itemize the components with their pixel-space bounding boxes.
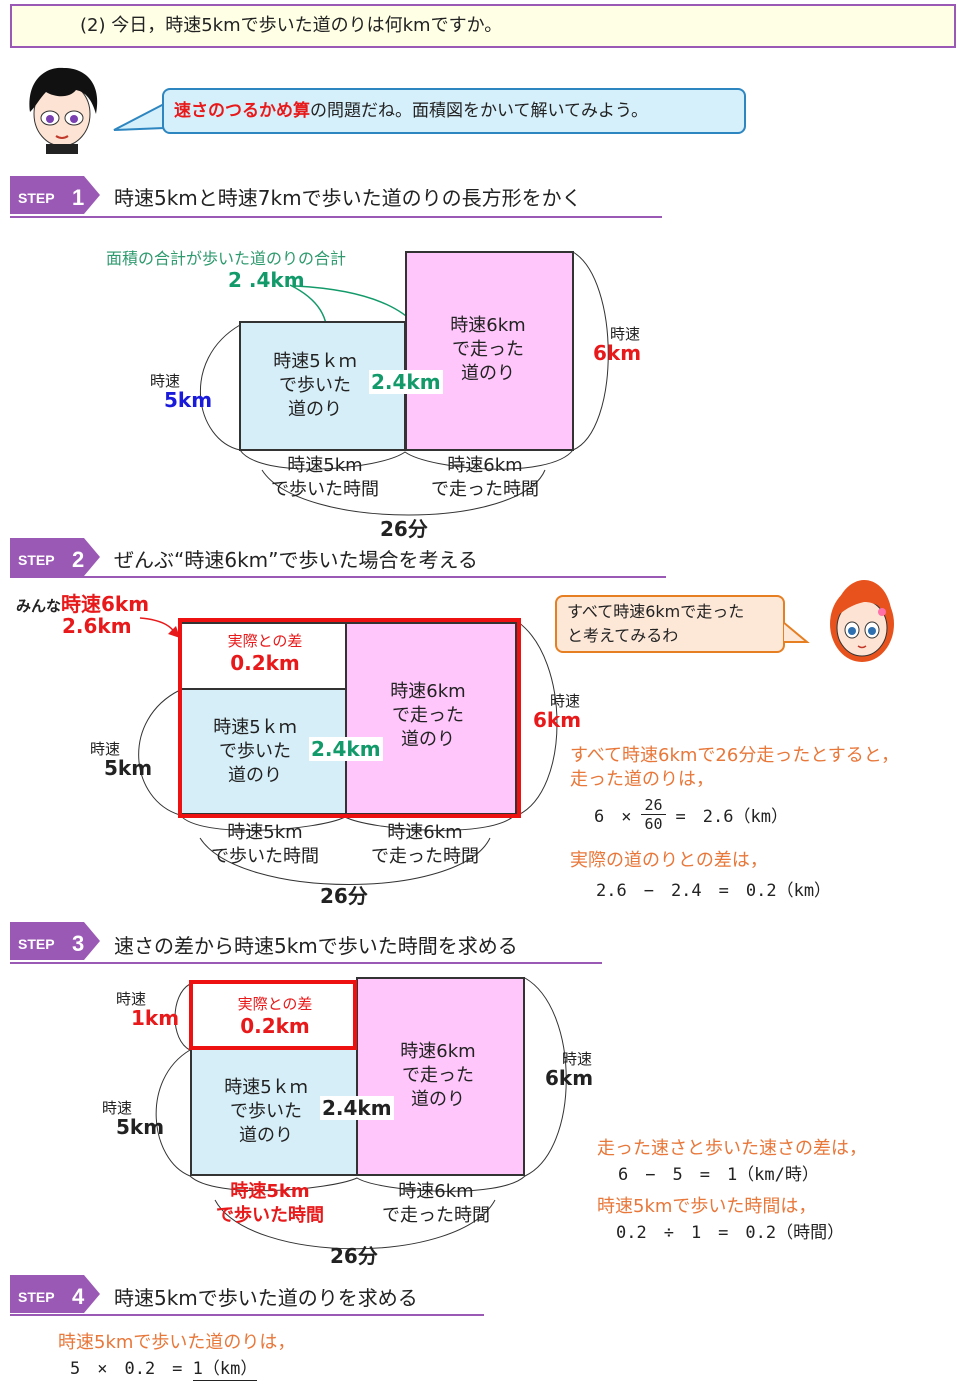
step1-title: 時速5kmと時速7kmで歩いた道のりの長方形をかく: [114, 186, 582, 210]
step1-total-time: 26分: [380, 517, 428, 541]
girl-bubble: すべて時速6kmで走ったと考えてみるわ: [555, 595, 785, 653]
step4-badge: STEP 4: [10, 1275, 100, 1313]
step3-speed6-value: 6km: [545, 1066, 594, 1090]
step1-dist-total: 2.4km: [369, 370, 443, 394]
step2-diff-val: 0.2km: [230, 651, 300, 675]
step3-red-frame: [189, 980, 357, 1050]
step4-title: 時速5kmで歩いた道のりを求める: [114, 1286, 418, 1310]
girl-bubble-tail-icon: [783, 620, 810, 643]
svg-text:4: 4: [72, 1284, 85, 1309]
step2-dist-total: 2.4km: [309, 737, 383, 761]
step3-speed1-value: 1km: [131, 1006, 180, 1030]
step1-area-value: 2 .4km: [228, 268, 305, 292]
step1-speed5-value: 5km: [164, 388, 213, 412]
step3-speed5-label: 時速: [102, 1099, 133, 1117]
step3-exp1: 走った速さと歩いた速さの差は，: [597, 1138, 867, 1159]
svg-text:3: 3: [72, 931, 84, 956]
step2-badge: STEP 2: [10, 538, 100, 576]
intro-rest: の問題だね。面積図をかいて解いてみよう。: [310, 101, 648, 121]
svg-text:STEP: STEP: [18, 936, 55, 952]
intro-bubble: 速さのつるかめ算の問題だね。面積図をかいて解いてみよう。: [162, 88, 746, 134]
step2-rect-walk6: [345, 622, 517, 815]
step4-calc: 5 × 0.2 = 1（km）: [70, 1359, 258, 1381]
step2-all-label: みんな時速6km: [16, 592, 150, 616]
step4-underline: [10, 1314, 484, 1316]
step3-calc2: 0.2 ÷ 1 = 0.2（時間）: [616, 1223, 845, 1243]
step2-fraction: 26 60: [641, 796, 666, 833]
step3-total-time: 26分: [330, 1244, 378, 1268]
question-box: (2) 今日，時速5kmで歩いた道のりは何kmですか。: [10, 4, 956, 48]
step2-red-frame: [178, 618, 521, 818]
step1-speed5-label: 時速: [150, 372, 181, 390]
step1-badge: STEP 1: [10, 176, 100, 214]
step2-speed5-value: 5km: [104, 756, 153, 780]
step3-speed1-label: 時速: [116, 990, 147, 1008]
step2-calc2: 2.6 − 2.4 = 0.2（km）: [596, 881, 832, 901]
step2-exp1: すべて時速6kmで26分走ったとすると，走った道のりは，: [570, 745, 900, 790]
step2-speed5-label: 時速: [90, 740, 121, 758]
step1-underline: [10, 216, 662, 218]
step3-calc1: 6 − 5 = 1（km/時）: [618, 1165, 819, 1185]
boy-avatar-icon: [29, 67, 98, 154]
step2-title: ぜんぶ“時速6km”で歩いた場合を考える: [114, 548, 478, 572]
step2-calc1: 6 × 26 60 = 2.6（km）: [594, 796, 788, 833]
step2-all-dist: 2.6km: [62, 614, 132, 638]
step3-speed6-label: 時速: [562, 1050, 593, 1068]
step1-num: 1: [72, 185, 84, 210]
step2-underline: [10, 576, 666, 578]
svg-text:STEP: STEP: [18, 552, 55, 568]
step2-speed6-label: 時速: [550, 692, 581, 710]
step1-rect-walk6: [405, 251, 574, 451]
step1-speed6-label: 時速: [610, 325, 641, 343]
step2-diff-label: 実際との差: [227, 632, 303, 650]
step2-total-time: 26分: [320, 884, 368, 908]
svg-text:STEP: STEP: [18, 1289, 55, 1305]
step1-speed6-value: 6km: [593, 341, 642, 365]
step2-exp2: 実際の道のりとの差は，: [570, 850, 768, 871]
step3-speed5-value: 5km: [116, 1115, 165, 1139]
step1-word: STEP: [18, 190, 55, 206]
step1-area-note: 面積の合計が歩いた道のりの合計: [106, 249, 347, 268]
svg-text:2: 2: [72, 547, 84, 572]
step4-answer: 1（km）: [192, 1359, 258, 1381]
step3-dist-total: 2.4km: [320, 1096, 394, 1120]
intro-highlight: 速さのつるかめ算: [174, 101, 310, 121]
step3-underline: [10, 962, 602, 964]
step3-diff-label: 実際との差: [237, 995, 313, 1013]
question-text: (2) 今日，時速5kmで歩いた道のりは何kmですか。: [80, 15, 503, 36]
step3-exp2: 時速5kmで歩いた時間は，: [597, 1196, 817, 1217]
step3-title: 速さの差から時速5kmで歩いた時間を求める: [114, 934, 518, 958]
step3-diff-val: 0.2km: [240, 1014, 310, 1038]
step3-rect-walk6: [356, 977, 525, 1176]
step4-exp: 時速5kmで歩いた道のりは，: [58, 1332, 296, 1353]
step2-speed6-value: 6km: [533, 708, 582, 732]
girl-avatar-icon: [830, 580, 894, 662]
step3-rect-diff: [190, 982, 358, 1050]
step3-badge: STEP 3: [10, 922, 100, 960]
